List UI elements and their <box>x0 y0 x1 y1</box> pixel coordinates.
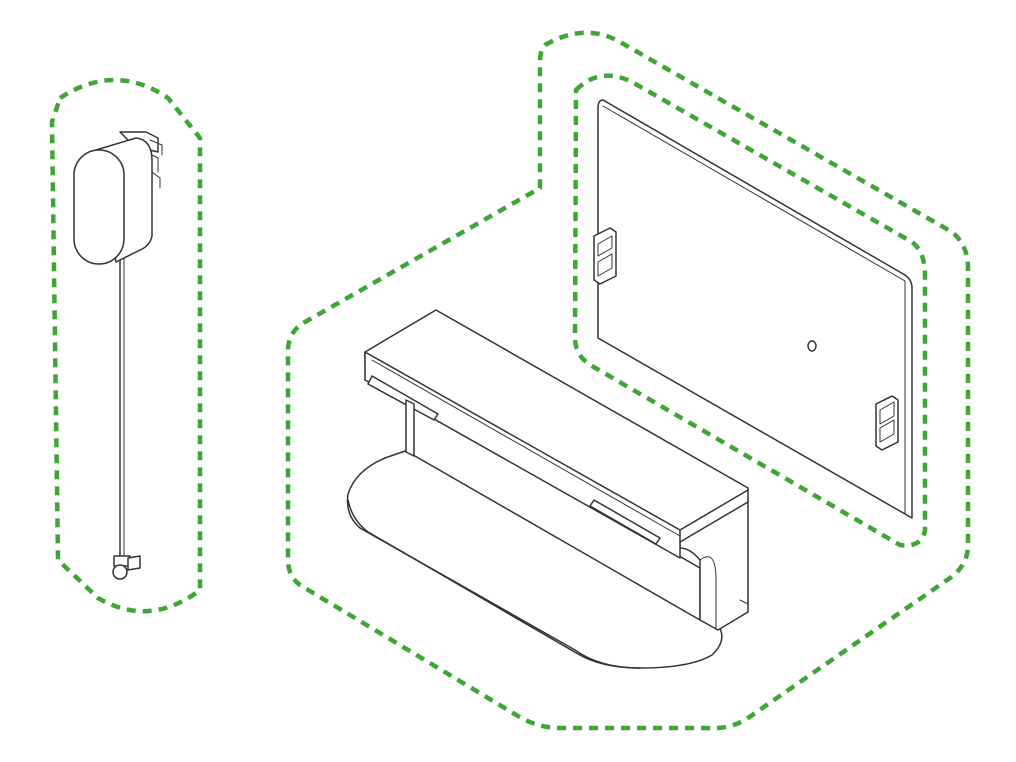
plate-clip-right <box>875 395 899 451</box>
power-adapter-icon <box>73 131 163 580</box>
plate-clip-left <box>593 227 617 285</box>
stand-group-outline <box>285 30 971 731</box>
stand-base-icon <box>346 309 749 669</box>
wall-plate-icon <box>593 99 913 519</box>
plate-group-outline <box>572 73 928 548</box>
